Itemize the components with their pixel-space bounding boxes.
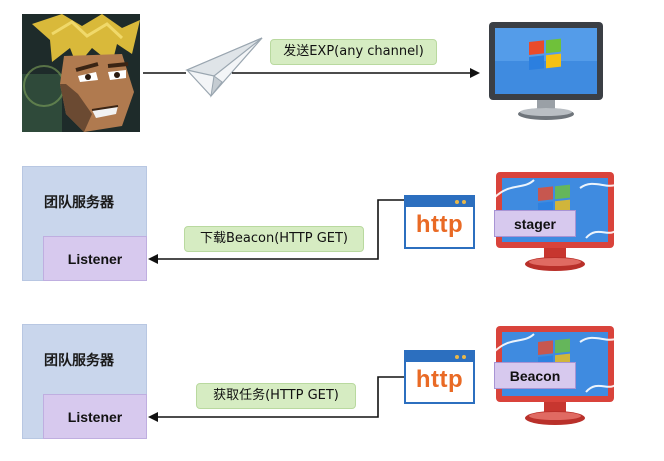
send-exp-label: 发送EXP(any channel): [270, 39, 437, 65]
http-window-icon: http: [404, 195, 475, 249]
stager-tag: stager: [494, 210, 576, 237]
get-tasks-label: 获取任务(HTTP GET): [196, 383, 356, 409]
listener-box-2: Listener: [43, 394, 147, 439]
http-label-2: http: [415, 366, 464, 393]
team-server-label-2: 团队服务器: [44, 353, 114, 369]
team-server-label: 团队服务器: [44, 195, 114, 211]
listener-box: Listener: [43, 236, 147, 281]
beacon-tag: Beacon: [494, 362, 576, 389]
attacker-avatar: [22, 14, 140, 132]
windows-monitor-icon: [487, 20, 605, 122]
http-window-icon-2: http: [404, 350, 475, 404]
download-beacon-label: 下载Beacon(HTTP GET): [184, 226, 364, 252]
http-label: http: [415, 211, 464, 238]
